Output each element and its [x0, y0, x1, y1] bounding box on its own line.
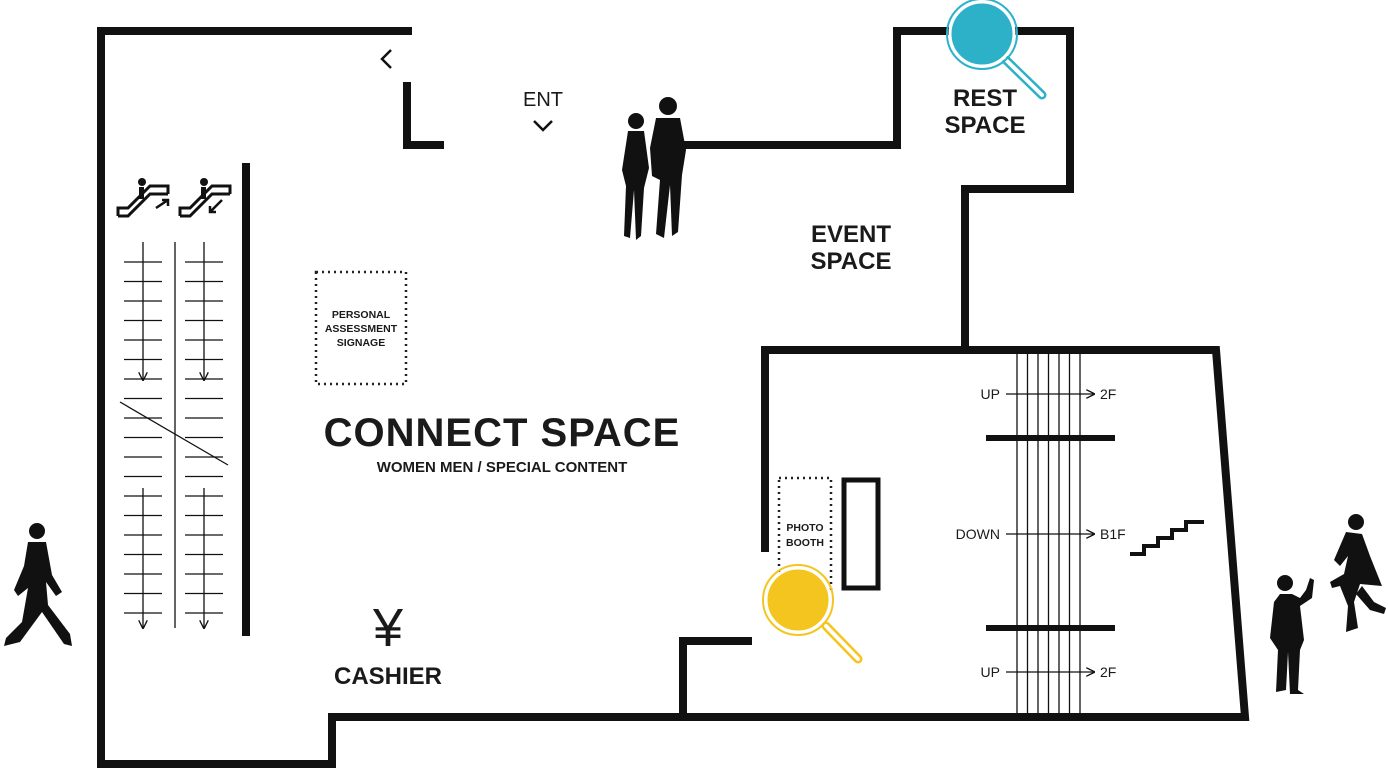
escalator-down-icon — [178, 178, 232, 218]
signage-outline — [314, 270, 408, 386]
stairs-icon — [1130, 520, 1204, 556]
connect-space-title: CONNECT SPACE — [324, 411, 681, 455]
staircase[interactable]: UP 2F DOWN B1F UP 2F — [956, 354, 1204, 713]
stair-up-bottom-to: 2F — [1100, 664, 1116, 680]
floor-walls — [97, 27, 1250, 768]
entrance-label: ENT — [523, 89, 563, 111]
escalator-up-icon — [116, 178, 170, 218]
escalator-left — [124, 242, 162, 628]
photo-booth-outline — [777, 476, 833, 592]
couple-silhouette — [622, 97, 686, 240]
signage-label-1: PERSONAL — [332, 309, 391, 321]
chevron-left-icon[interactable] — [380, 49, 392, 69]
escalators — [116, 178, 232, 628]
booth-panel — [841, 477, 881, 591]
stair-down-from: DOWN — [956, 526, 1000, 542]
stair-up-top-to: 2F — [1100, 386, 1116, 402]
entrance[interactable]: ENT — [523, 89, 563, 132]
magnifier-icon[interactable] — [762, 564, 863, 664]
rest-space-label-2: SPACE — [945, 112, 1026, 139]
outer-wall-left — [97, 27, 1250, 768]
event-space-label-2: SPACE — [811, 248, 892, 275]
signage-label-3: SIGNAGE — [337, 337, 385, 349]
event-space-label-1: EVENT — [811, 221, 891, 248]
rest-space[interactable]: REST SPACE — [945, 0, 1047, 139]
escalator-right — [185, 242, 223, 628]
running-woman-silhouette — [1330, 514, 1386, 632]
personal-assessment-signage[interactable]: PERSONAL ASSESSMENT SIGNAGE — [314, 270, 408, 386]
photo-booth-marker — [764, 566, 832, 634]
photo-booth[interactable]: PHOTO BOOTH — [762, 476, 863, 664]
photo-booth-wall — [679, 637, 752, 716]
cashier-label: CASHIER — [334, 663, 442, 690]
stair-down-to: B1F — [1100, 526, 1126, 542]
top-right-wall — [684, 27, 1074, 349]
chevron-down-icon — [533, 120, 553, 132]
stair-up-bottom[interactable]: UP 2F — [981, 664, 1117, 680]
person-taking-photo-silhouette — [1270, 575, 1314, 694]
entrance-wall — [403, 82, 444, 149]
magnifier-icon[interactable] — [946, 0, 1047, 100]
yen-icon: ¥ — [372, 598, 404, 658]
cashier[interactable]: ¥ CASHIER — [334, 598, 442, 690]
connect-space-subtitle: WOMEN MEN / SPECIAL CONTENT — [377, 459, 628, 476]
photo-booth-label-2: BOOTH — [786, 537, 824, 549]
rest-space-label-1: REST — [953, 85, 1017, 112]
signage-label-2: ASSESSMENT — [325, 323, 398, 335]
photo-booth-label-1: PHOTO — [786, 522, 823, 534]
stair-down[interactable]: DOWN B1F — [956, 526, 1126, 542]
stair-up-top-from: UP — [981, 386, 1000, 402]
rest-space-marker — [948, 0, 1016, 68]
stair-up-bottom-from: UP — [981, 664, 1000, 680]
walking-person-silhouette — [4, 523, 72, 646]
stair-up-top[interactable]: UP 2F — [981, 386, 1117, 402]
connect-space[interactable]: CONNECT SPACE WOMEN MEN / SPECIAL CONTEN… — [324, 411, 681, 476]
event-space[interactable]: EVENT SPACE — [811, 221, 892, 275]
